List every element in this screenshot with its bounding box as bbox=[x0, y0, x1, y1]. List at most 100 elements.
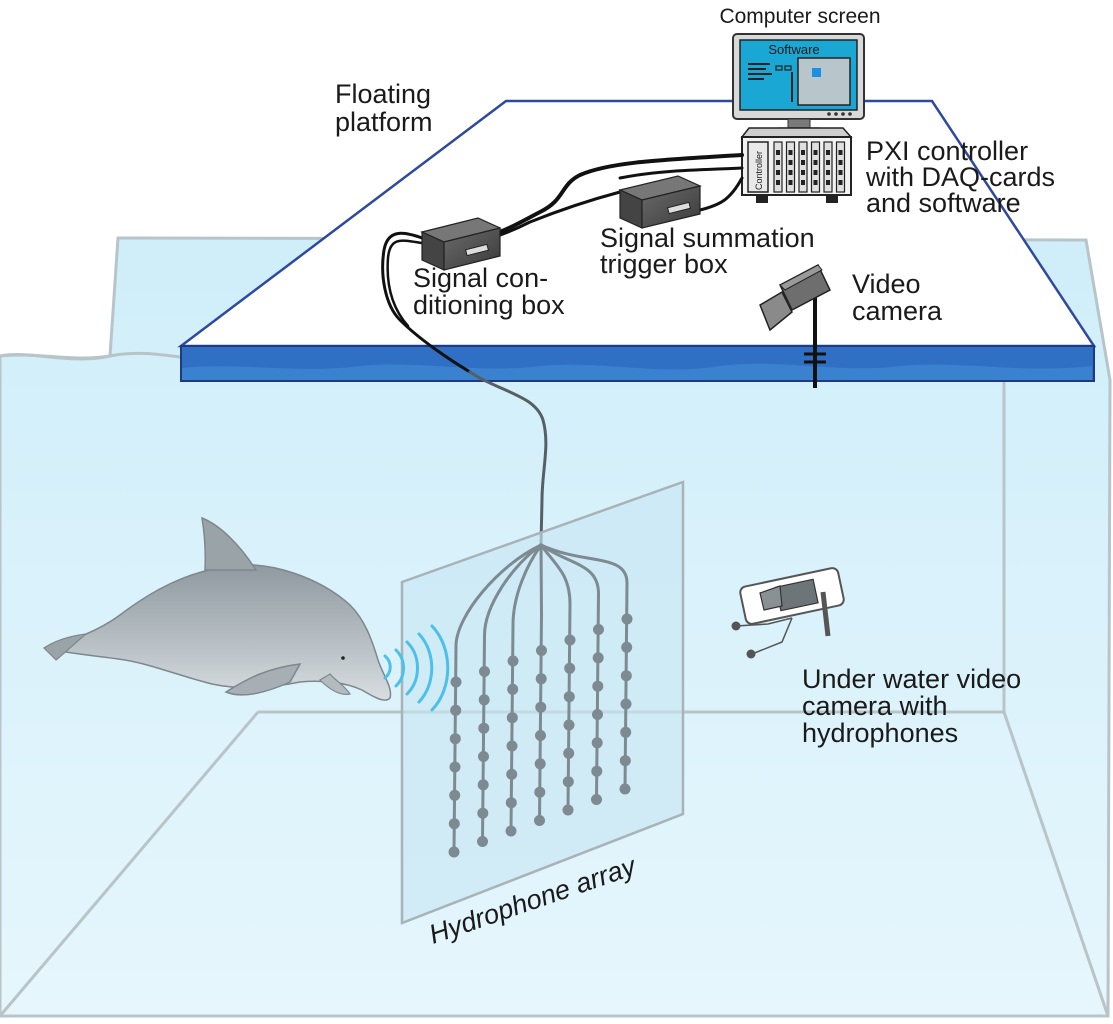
hydrophone-node bbox=[563, 747, 575, 759]
hydrophone-node bbox=[619, 783, 631, 795]
underwater-camera-label: Under water video bbox=[802, 664, 1021, 694]
array-wire bbox=[539, 543, 601, 801]
daq-card-port bbox=[813, 160, 818, 165]
hydrophone-node bbox=[562, 776, 574, 788]
controller-label: Controller bbox=[754, 151, 764, 190]
daq-card bbox=[823, 141, 833, 193]
daq-card bbox=[835, 141, 846, 193]
labels: Computer screen Floating platform PXI co… bbox=[335, 5, 1055, 748]
daq-card-port bbox=[788, 160, 793, 165]
pxi-controller-slot bbox=[747, 141, 769, 193]
daq-card-port bbox=[776, 170, 780, 175]
daq-card-port bbox=[788, 150, 793, 155]
signal-conditioning-box bbox=[420, 217, 502, 271]
pxi-foot bbox=[756, 195, 768, 203]
hydrophone-node bbox=[536, 645, 547, 656]
computer-screen-label: Computer screen bbox=[719, 5, 880, 28]
hydrophone-node bbox=[505, 825, 517, 837]
underwater-camera-mount bbox=[820, 591, 831, 637]
daq-card-port bbox=[838, 150, 843, 155]
daq-card-port bbox=[788, 170, 793, 175]
video-camera bbox=[759, 263, 831, 388]
underwater-camera bbox=[731, 567, 845, 659]
underwater-camera-lens bbox=[759, 585, 783, 611]
hydrophone-node bbox=[621, 641, 633, 653]
dolphin-eye bbox=[341, 656, 345, 660]
video-camera-label: Video bbox=[852, 269, 921, 299]
array-wires bbox=[452, 543, 629, 854]
underwater-camera-label: hydrophones bbox=[802, 718, 958, 748]
underwater-camera-label: camera with bbox=[802, 691, 948, 721]
camera-lens bbox=[759, 290, 793, 332]
hydrophone-node bbox=[478, 751, 489, 762]
underwater-camera-hydrophones bbox=[735, 617, 793, 655]
hydrophone-node bbox=[477, 836, 488, 847]
hydrophone-node bbox=[478, 722, 490, 734]
conditioning-connector bbox=[464, 243, 490, 257]
array-wire bbox=[509, 543, 543, 833]
dolphin-dorsal-fin bbox=[201, 516, 258, 571]
hydrophone-node bbox=[450, 704, 462, 716]
hydrophone-node bbox=[449, 789, 461, 801]
video-camera-label: camera bbox=[852, 296, 943, 326]
daq-card bbox=[798, 141, 808, 193]
pxi-controller-label: PXI controller bbox=[866, 136, 1028, 166]
daq-card-port bbox=[801, 160, 805, 165]
hydrophone-node bbox=[478, 694, 490, 706]
hydrophone-node bbox=[449, 761, 461, 773]
dolphin-tail-fluke bbox=[43, 633, 88, 661]
hydrophone-node bbox=[448, 846, 460, 858]
daq-card-port bbox=[776, 180, 780, 185]
hydrophone-node bbox=[563, 691, 575, 703]
camera-body-top bbox=[779, 264, 823, 291]
hydrophone-node bbox=[506, 712, 518, 724]
daq-card-port bbox=[826, 160, 830, 165]
hydrophone-node bbox=[593, 624, 604, 635]
hydrophone-node bbox=[591, 765, 603, 777]
hydrophone-node bbox=[506, 740, 518, 752]
hydrophone-node bbox=[564, 662, 576, 674]
hydrophone-node bbox=[449, 733, 461, 745]
hydrophone-node bbox=[534, 786, 546, 798]
array-wire bbox=[539, 543, 629, 791]
summation-connector bbox=[666, 201, 692, 215]
daq-card bbox=[810, 141, 821, 193]
hydrophone-node bbox=[534, 758, 546, 770]
cable-conditioning-left bbox=[381, 231, 472, 374]
hydrophone-node bbox=[591, 737, 603, 749]
cable-controller-to-conditioning bbox=[468, 153, 744, 242]
array-wire bbox=[539, 543, 572, 812]
screen-text-lines bbox=[748, 63, 772, 80]
hydrophone-node bbox=[506, 768, 518, 780]
pxi-controller-label: with DAQ-cards bbox=[865, 162, 1055, 192]
pxi-controller-label: and software bbox=[866, 188, 1021, 218]
underwater-hydrophone-node bbox=[731, 621, 741, 631]
hydrophone-node bbox=[619, 755, 631, 767]
screen-button bbox=[775, 65, 783, 71]
hydrophone-node bbox=[479, 666, 490, 677]
daq-card-port bbox=[813, 150, 818, 155]
cable-summation-out bbox=[698, 176, 744, 212]
hydrophone-node bbox=[620, 698, 632, 710]
hydrophone-node bbox=[592, 652, 604, 664]
daq-card-port bbox=[801, 180, 805, 185]
pxi-controller: Controller bbox=[740, 127, 853, 203]
platform-wave bbox=[182, 363, 1092, 380]
hydrophone-node bbox=[477, 807, 489, 819]
hydrophone-nodes bbox=[448, 613, 633, 858]
daq-card-port bbox=[826, 180, 830, 185]
daq-card-port bbox=[813, 180, 818, 185]
daq-card-port bbox=[801, 150, 805, 155]
hydrophone-node bbox=[621, 613, 633, 625]
signal-summation-box bbox=[618, 175, 702, 229]
daq-card-port bbox=[826, 150, 830, 155]
daq-card-port bbox=[838, 160, 843, 165]
array-wire bbox=[481, 543, 543, 843]
array-wire bbox=[538, 543, 544, 822]
hydrophone-node bbox=[620, 670, 632, 682]
daq-card-port bbox=[838, 170, 843, 175]
daq-card-port bbox=[838, 180, 843, 185]
hydrophone-node bbox=[535, 701, 547, 713]
floating-platform-label: Floating bbox=[335, 79, 431, 109]
